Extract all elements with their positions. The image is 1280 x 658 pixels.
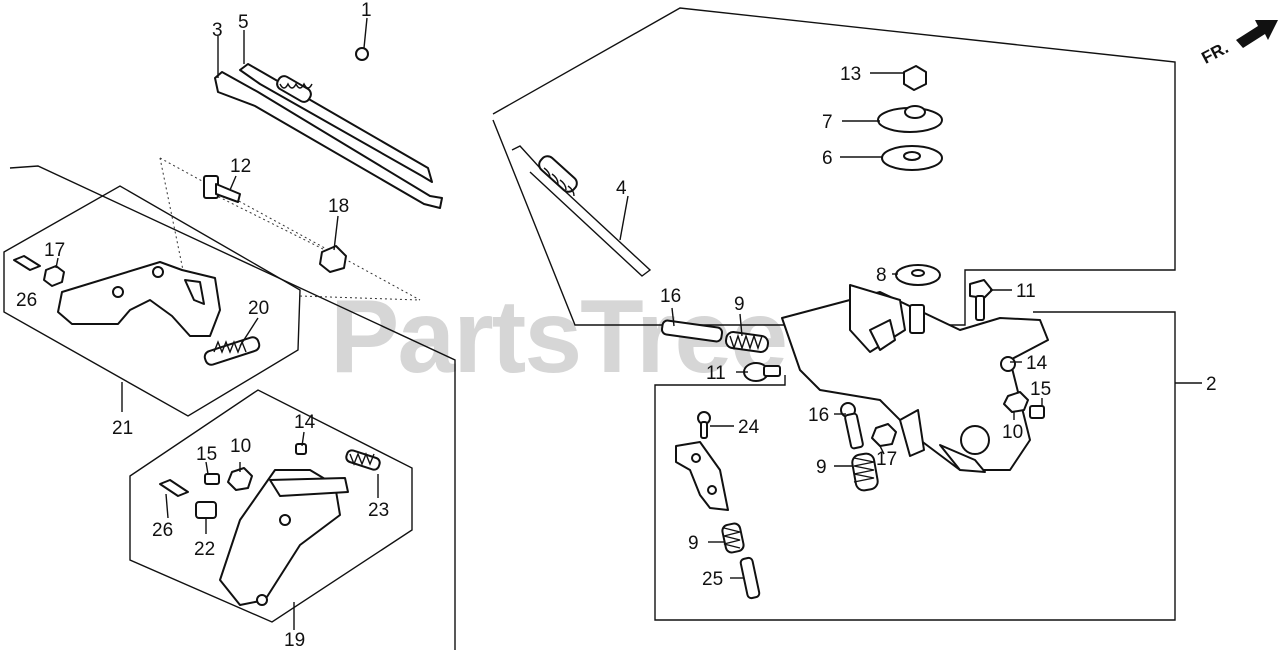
callout-9b: 9	[816, 457, 827, 478]
callout-19: 19	[284, 630, 305, 651]
callout-21: 21	[112, 418, 133, 439]
callout-10b: 10	[1002, 422, 1023, 443]
throttle-lever-bracket-part	[57, 261, 221, 337]
group-outline-2	[654, 311, 1176, 621]
nut-10b-part	[1003, 391, 1029, 413]
clip-14a-part	[295, 443, 307, 455]
callout-17b: 17	[876, 449, 897, 470]
callout-5: 5	[238, 12, 249, 33]
bolt-11b-part	[743, 362, 781, 382]
callout-11b: 11	[706, 363, 726, 384]
washer-7-part	[877, 105, 943, 133]
callout-13: 13	[840, 64, 861, 85]
spring-9c-part	[721, 522, 745, 554]
callout-26: 26	[16, 290, 37, 311]
spring-20-part	[203, 336, 261, 366]
screw-16b-part	[840, 402, 864, 450]
callout-14: 14	[294, 412, 316, 433]
nut-17-part	[43, 265, 65, 287]
callout-9c: 9	[688, 533, 699, 554]
nut-13-part	[903, 65, 927, 91]
clip-22-part	[195, 501, 217, 519]
plate-6-part	[881, 145, 943, 171]
nut-17b-part	[871, 423, 897, 447]
screw-15b-part	[1029, 405, 1045, 419]
nut-14b-part	[1000, 356, 1016, 372]
callout-3: 3	[212, 20, 223, 41]
callout-16: 16	[660, 286, 681, 307]
spring-23-part	[345, 449, 381, 471]
callout-26b: 26	[152, 520, 173, 541]
leader-lines	[55, 17, 1202, 630]
callout-18: 18	[328, 196, 349, 217]
spring-9b-part	[851, 452, 879, 492]
choke-plate-part	[219, 469, 349, 606]
callout-7: 7	[822, 112, 833, 133]
callout-4: 4	[616, 178, 627, 199]
callout-1: 1	[361, 0, 372, 21]
guide-lines	[159, 157, 421, 301]
callout-9: 9	[734, 294, 745, 315]
direction-label: FR.	[1198, 38, 1231, 68]
screw-25-part	[739, 556, 761, 600]
callout-12: 12	[230, 156, 251, 177]
callout-2: 2	[1206, 374, 1217, 395]
bolt-11a-part	[969, 279, 993, 321]
callout-24: 24	[738, 417, 760, 438]
governor-rod-part	[214, 47, 443, 209]
callout-8: 8	[876, 265, 887, 286]
bolt-26-part	[13, 255, 41, 271]
screw-15-part	[204, 473, 220, 485]
nut-18-part	[319, 245, 347, 273]
bolt-26b-part	[159, 479, 189, 497]
group-outline-left	[9, 165, 456, 650]
screw-24-part	[697, 411, 711, 439]
governor-spring-part	[511, 145, 652, 277]
callout-11: 11	[1016, 281, 1036, 302]
callout-15b: 15	[1030, 379, 1051, 400]
washer-8-part	[895, 264, 941, 286]
front-direction-arrow-icon	[1236, 20, 1278, 48]
callout-6: 6	[822, 148, 833, 169]
group-outline-21	[3, 185, 301, 417]
callout-23: 23	[368, 500, 389, 521]
callout-15: 15	[196, 444, 217, 465]
callout-10: 10	[230, 436, 251, 457]
callout-16b: 16	[808, 405, 829, 426]
callout-14b: 14	[1026, 353, 1048, 374]
callout-20: 20	[248, 298, 269, 319]
callout-17: 17	[44, 240, 65, 261]
screw-16a-part	[660, 319, 724, 343]
group-outline-upper	[492, 7, 1176, 326]
group-outline-19	[129, 389, 413, 623]
spring-9a-part	[724, 331, 770, 353]
callout-25: 25	[702, 569, 723, 590]
screw-12-part	[203, 175, 241, 203]
callout-22: 22	[194, 539, 215, 560]
nut-10-part	[227, 467, 253, 491]
control-base-assembly-part	[781, 284, 1049, 473]
bracket-plate-part	[675, 441, 729, 511]
